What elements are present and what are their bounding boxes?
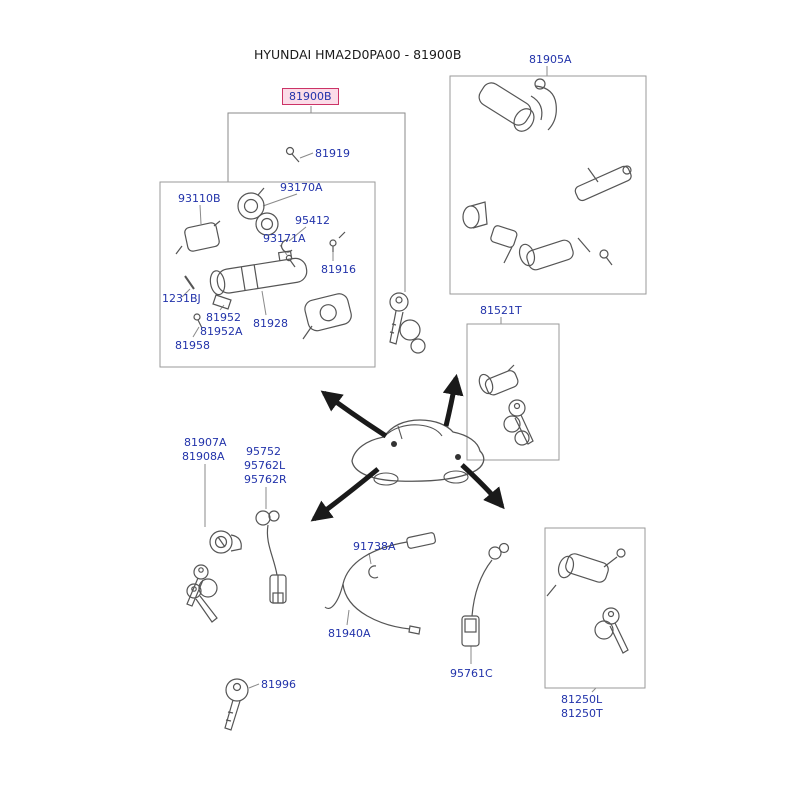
box-81250 xyxy=(544,527,646,689)
part-label-81952[interactable]: 81952 xyxy=(206,311,241,324)
part-label-81905A[interactable]: 81905A xyxy=(529,53,572,66)
direction-arrows xyxy=(310,373,505,522)
part-label-81900B-text: 81900B xyxy=(289,90,332,103)
part-label-93110B[interactable]: 93110B xyxy=(178,192,221,205)
part-label-95761C[interactable]: 95761C xyxy=(450,667,493,680)
part-label-95412[interactable]: 95412 xyxy=(295,214,330,227)
part-label-95762R[interactable]: 95762R xyxy=(244,473,287,486)
key-set-art xyxy=(389,292,426,354)
part-label-95762L[interactable]: 95762L xyxy=(244,459,286,472)
part-label-93171A[interactable]: 93171A xyxy=(263,232,306,245)
diagram-title: HYUNDAI HMA2D0PA00 - 81900B xyxy=(254,47,462,62)
part-label-81916[interactable]: 81916 xyxy=(321,263,356,276)
front-lock-point xyxy=(391,441,397,447)
part-label-81250L[interactable]: 81250L xyxy=(561,693,603,706)
part-label-91738A[interactable]: 91738A xyxy=(353,540,396,553)
part-label-81996[interactable]: 81996 xyxy=(261,678,296,691)
part-label-81928[interactable]: 81928 xyxy=(253,317,288,330)
leader-lines xyxy=(181,66,597,693)
part-label-1231BJ[interactable]: 1231BJ xyxy=(162,292,201,305)
switch-95752-art xyxy=(255,510,287,604)
part-label-81521T[interactable]: 81521T xyxy=(480,304,522,317)
screw-81919-art xyxy=(285,146,300,163)
box-81521T xyxy=(466,323,560,461)
part-label-95752[interactable]: 95752 xyxy=(246,445,281,458)
box-main-lockset xyxy=(159,181,376,368)
arrow-up-left xyxy=(320,390,388,439)
part-label-81940A[interactable]: 81940A xyxy=(328,627,371,640)
box-81905A xyxy=(449,75,647,295)
part-label-81900B-highlighted[interactable]: 81900B xyxy=(282,88,339,105)
switch-95761C-art xyxy=(461,542,510,647)
cable-81940A-art xyxy=(324,532,436,635)
steering-lock-set-art xyxy=(175,187,352,340)
part-label-81907A[interactable]: 81907A xyxy=(184,436,227,449)
rear-lock-point xyxy=(455,454,461,460)
part-label-93170A[interactable]: 93170A xyxy=(280,181,323,194)
arrow-down-left xyxy=(310,467,380,522)
ignition-lock-assembly-art xyxy=(462,78,632,271)
clip-91738A-art xyxy=(368,565,379,579)
arrow-down-right xyxy=(460,463,505,510)
part-label-81952A[interactable]: 81952A xyxy=(200,325,243,338)
lock-81907A-art xyxy=(186,530,242,623)
trunk-lock-81250-art xyxy=(546,548,629,654)
part-label-81250T[interactable]: 81250T xyxy=(561,707,603,720)
part-label-81958[interactable]: 81958 xyxy=(175,339,210,352)
door-lock-81521T-art xyxy=(478,364,534,446)
key-blank-81996-art xyxy=(224,678,249,731)
arrow-up-right xyxy=(442,373,464,427)
part-label-81908A[interactable]: 81908A xyxy=(182,450,225,463)
group-boxes xyxy=(159,75,647,689)
part-label-81919[interactable]: 81919 xyxy=(315,147,350,160)
